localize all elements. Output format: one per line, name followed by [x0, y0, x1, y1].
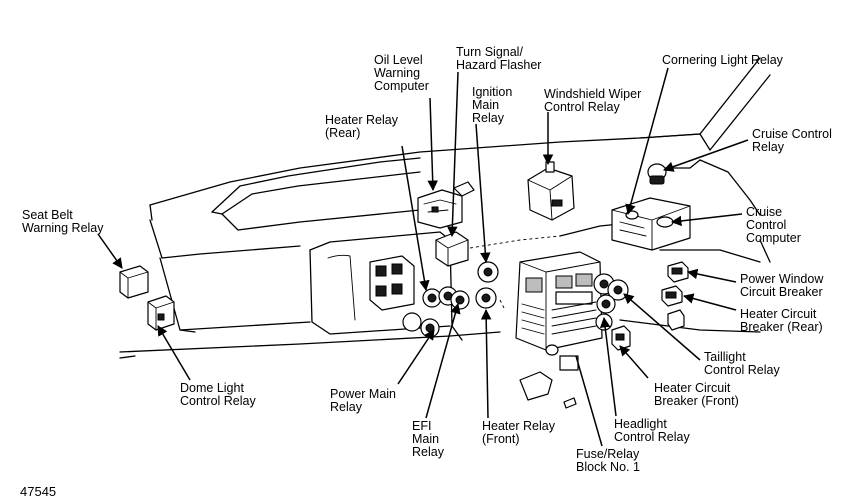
- label-line: Relay: [752, 140, 785, 154]
- svg-text:Cornering Light Relay: Cornering Light Relay: [662, 53, 784, 67]
- left-relay-panel: [369, 255, 415, 311]
- label-line: Relay: [472, 111, 505, 125]
- label-line: (Front): [482, 432, 520, 446]
- cruise-control-relay-part: [647, 163, 667, 185]
- label-line: Main: [412, 432, 439, 446]
- cruise-control-computer-part: [611, 197, 691, 251]
- label-line: Control Relay: [614, 430, 690, 444]
- label-line: Computer: [374, 79, 429, 93]
- label-line: Cruise Control: [752, 127, 832, 141]
- heater-relay-rear-part: [422, 286, 470, 310]
- heater-circuit-breaker-rear-part: [661, 285, 685, 331]
- label-line: Control Relay: [180, 394, 256, 408]
- label-line: Control: [746, 218, 786, 232]
- label-line: Windshield Wiper: [544, 87, 641, 101]
- label-line: Dome Light: [180, 381, 244, 395]
- svg-text:Heater Relay(Rear): Heater Relay(Rear): [325, 113, 399, 140]
- label-line: Hazard Flasher: [456, 58, 541, 72]
- taillight-control-relay-part: [593, 273, 629, 301]
- label-line: Control Relay: [704, 363, 780, 377]
- label-line: Breaker (Front): [654, 394, 739, 408]
- label-line: Main: [472, 98, 499, 112]
- label-line: Heater Relay: [325, 113, 399, 127]
- label-line: Block No. 1: [576, 460, 640, 474]
- label-line: Headlight: [614, 417, 667, 431]
- label-line: Heater Relay: [482, 419, 556, 433]
- label-line: (Rear): [325, 126, 360, 140]
- label-turn-signal-hazard-flasher: Turn Signal/Hazard Flasher: [456, 45, 541, 72]
- label-line: Oil Level: [374, 53, 423, 67]
- label-line: EFI: [412, 419, 431, 433]
- label-line: Taillight: [704, 350, 746, 364]
- label-heater-relay-rear: Heater Relay(Rear): [325, 113, 399, 140]
- label-line: Turn Signal/: [456, 45, 523, 59]
- leader-lines: [97, 67, 749, 447]
- power-window-circuit-breaker-part: [667, 261, 689, 283]
- figure-id: 47545: [20, 484, 56, 499]
- label-line: Ignition: [472, 85, 512, 99]
- label-line: Fuse/Relay: [576, 447, 640, 461]
- label-line: Cornering Light Relay: [662, 53, 784, 67]
- svg-text:Turn Signal/Hazard Flasher: Turn Signal/Hazard Flasher: [456, 45, 541, 72]
- label-line: Control Relay: [544, 100, 620, 114]
- label-line: Heater Circuit: [654, 381, 731, 395]
- fuse-relay-block-part: [515, 251, 603, 409]
- label-line: Cruise: [746, 205, 782, 219]
- label-line: Breaker (Rear): [740, 320, 823, 334]
- label-line: Relay: [412, 445, 445, 459]
- label-line: Seat Belt: [22, 208, 73, 222]
- seat-belt-warning-relay-part: [119, 265, 149, 299]
- label-line: Power Window: [740, 272, 824, 286]
- label-line: Warning: [374, 66, 420, 80]
- label-line: Relay: [330, 400, 363, 414]
- label-line: Circuit Breaker: [740, 285, 823, 299]
- ignition-main-relay-part: [475, 261, 499, 309]
- label-line: Power Main: [330, 387, 396, 401]
- windshield-wiper-control-relay: [527, 161, 575, 221]
- label-line: Computer: [746, 231, 801, 245]
- svg-text:Heater Relay(Front): Heater Relay(Front): [482, 419, 556, 446]
- power-main-relay-part: [402, 312, 440, 338]
- label-cornering-light-relay: Cornering Light Relay: [662, 53, 784, 67]
- oil-level-warning-computer: [417, 189, 463, 229]
- label-line: Heater Circuit: [740, 307, 817, 321]
- dome-light-control-relay-part: [147, 295, 175, 331]
- dashboard-outline: [119, 57, 771, 359]
- label-heater-relay-front: Heater Relay(Front): [482, 419, 556, 446]
- label-line: Warning Relay: [22, 221, 104, 235]
